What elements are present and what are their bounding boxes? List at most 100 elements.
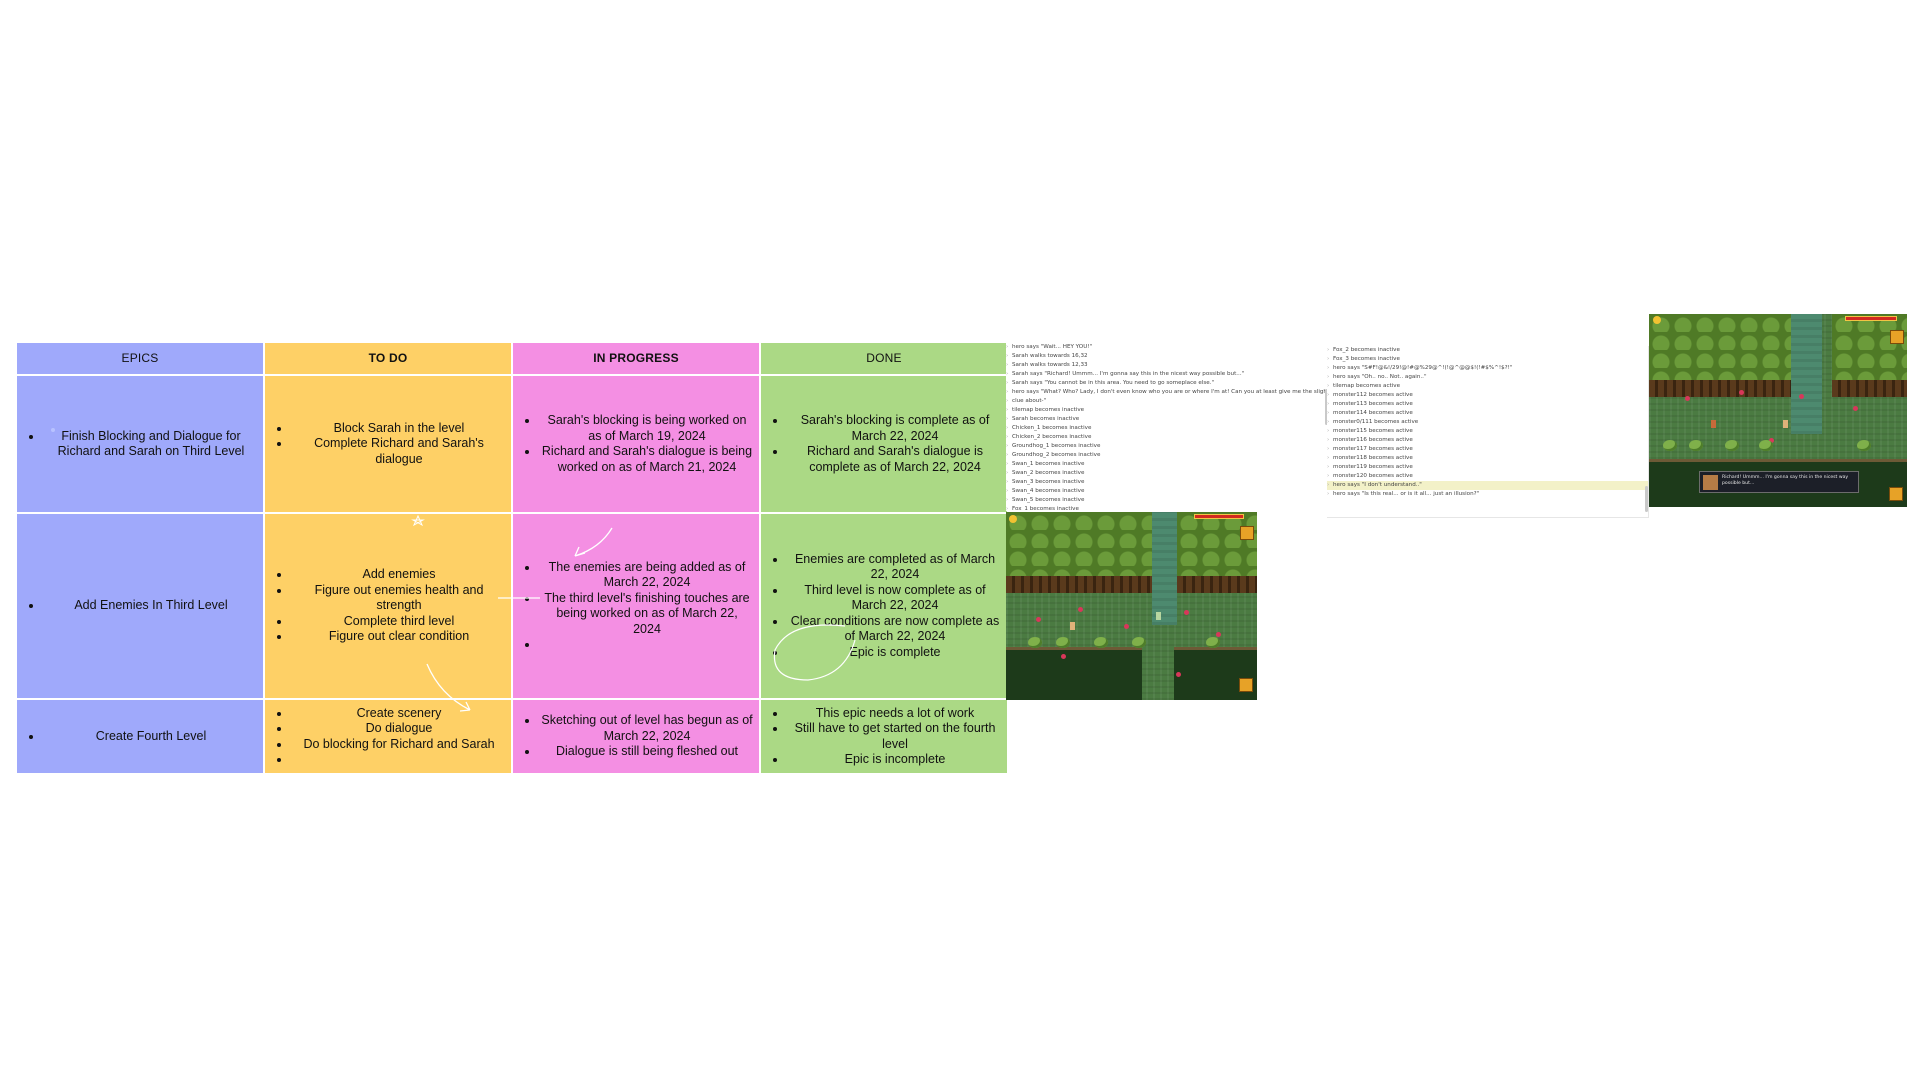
- flower: [1176, 672, 1181, 677]
- path: [1790, 314, 1822, 434]
- done-item: Epic is incomplete: [787, 752, 1003, 768]
- in-progress-cell: Sketching out of level has begun as of M…: [513, 700, 759, 773]
- log-line: hero says "S#F!@&!/29!@!#@%29@^!(!@^@@$!…: [1327, 364, 1648, 373]
- column-header-todo: TO DO: [265, 343, 511, 374]
- log-line: Swan_3 becomes inactive: [1006, 478, 1328, 487]
- flower: [1078, 607, 1083, 612]
- dialog-text: Richard! Ummm... I'm gonna say this in t…: [1722, 475, 1849, 486]
- log-line: monster0/111 becomes active: [1327, 418, 1648, 427]
- coin-icon: [1653, 316, 1661, 324]
- log-line: Swan_5 becomes inactive: [1006, 496, 1328, 505]
- bush: [1056, 637, 1070, 648]
- flower: [1739, 390, 1744, 395]
- log-line: monster115 becomes active: [1327, 427, 1648, 436]
- log-line: Swan_1 becomes inactive: [1006, 460, 1328, 469]
- in-progress-item-empty: [539, 637, 755, 652]
- tree-trunks: [1649, 379, 1791, 397]
- done-item: Still have to get started on the fourth …: [787, 721, 1003, 752]
- bush: [1759, 440, 1773, 451]
- todo-cell: Add enemies Figure out enemies health an…: [265, 514, 511, 698]
- epic-cell: Create Fourth Level: [17, 700, 263, 773]
- flower: [1769, 438, 1774, 443]
- flower: [1685, 396, 1690, 401]
- epic-item: Finish Blocking and Dialogue for Richard…: [43, 429, 259, 460]
- log-line: Groundhog_1 becomes inactive: [1006, 442, 1328, 451]
- todo-item: Complete third level: [291, 614, 507, 630]
- column-header-done: DONE: [761, 343, 1007, 374]
- sword-icon: [1239, 678, 1253, 692]
- todo-cell: Block Sarah in the level Complete Richar…: [265, 376, 511, 512]
- done-item: This epic needs a lot of work: [787, 706, 1003, 722]
- log-line: Sarah walks towards 12,33: [1006, 361, 1328, 370]
- console-log-panel[interactable]: Fox_2 becomes inactiveFox_3 becomes inac…: [1327, 346, 1649, 518]
- log-line: monster113 becomes active: [1327, 400, 1648, 409]
- todo-item: Create scenery: [291, 706, 507, 722]
- flower: [1124, 624, 1129, 629]
- portrait: [1703, 475, 1718, 490]
- in-progress-item: The third level's finishing touches are …: [539, 591, 755, 638]
- health-bar: [1845, 316, 1897, 321]
- log-line: monster120 becomes active: [1327, 472, 1648, 481]
- log-line: Sarah becomes inactive: [1006, 415, 1328, 424]
- console-log-panel[interactable]: hero says "Wait... HEY YOU!" Sarah walks …: [1006, 343, 1328, 511]
- todo-item: Add enemies: [291, 567, 507, 583]
- todo-item: Figure out enemies health and strength: [291, 583, 507, 614]
- flower: [1061, 654, 1066, 659]
- log-line: hero says "Is this real... or is it all.…: [1327, 490, 1648, 499]
- log-line: monster112 becomes active: [1327, 391, 1648, 400]
- bush: [1094, 637, 1108, 648]
- bush: [1028, 637, 1042, 648]
- todo-item: Do dialogue: [291, 721, 507, 737]
- todo-item: Do blocking for Richard and Sarah: [291, 737, 507, 753]
- log-line: tilemap becomes inactive: [1006, 406, 1328, 415]
- in-progress-cell: Sarah's blocking is being worked on as o…: [513, 376, 759, 512]
- in-progress-item: Sketching out of level has begun as of M…: [539, 713, 755, 744]
- log-line: Fox_2 becomes inactive: [1327, 346, 1648, 355]
- flower: [1799, 394, 1804, 399]
- todo-item: Figure out clear condition: [291, 629, 507, 645]
- todo-cell: Create scenery Do dialogue Do blocking f…: [265, 700, 511, 773]
- flower: [1036, 617, 1041, 622]
- log-line: Chicken_1 becomes inactive: [1006, 424, 1328, 433]
- log-line: tilemap becomes active: [1327, 382, 1648, 391]
- done-cell: Enemies are completed as of March 22, 20…: [761, 514, 1007, 698]
- dark-pit: [1006, 647, 1142, 700]
- log-line: Sarah says "Richard! Ummm... I'm gonna s…: [1006, 370, 1328, 379]
- log-line: monster114 becomes active: [1327, 409, 1648, 418]
- log-line: hero says "What? Who? Lady, I don't even…: [1006, 388, 1328, 397]
- hero-sprite: [1783, 420, 1788, 428]
- in-progress-item: The enemies are being added as of March …: [539, 560, 755, 591]
- scrollbar[interactable]: [1645, 486, 1648, 512]
- log-line: monster118 becomes active: [1327, 454, 1648, 463]
- log-line: clue about-": [1006, 397, 1328, 406]
- bush: [1663, 440, 1677, 451]
- badge-icon: [1890, 330, 1904, 344]
- bush: [1857, 440, 1871, 451]
- dialog-box: Richard! Ummm... I'm gonna say this in t…: [1699, 471, 1859, 493]
- done-item: Enemies are completed as of March 22, 20…: [787, 552, 1003, 583]
- in-progress-item: Dialogue is still being fleshed out: [539, 744, 755, 760]
- done-item: Clear conditions are now complete as of …: [787, 614, 1003, 645]
- epic-item: Create Fourth Level: [43, 729, 259, 745]
- hero-sprite: [1070, 622, 1075, 630]
- done-cell: This epic needs a lot of work Still have…: [761, 700, 1007, 773]
- health-bar: [1194, 514, 1245, 519]
- enemy-sprite: [1156, 612, 1161, 620]
- log-line: Fox_3 becomes inactive: [1327, 355, 1648, 364]
- todo-item-empty: [291, 752, 507, 767]
- log-line: hero says "I don't understand..": [1327, 481, 1648, 490]
- sword-icon: [1889, 487, 1903, 501]
- epic-cell: Add Enemies In Third Level: [17, 514, 263, 698]
- flower: [1853, 406, 1858, 411]
- in-progress-item: Richard and Sarah's dialogue is being wo…: [539, 444, 755, 475]
- done-cell: Sarah's blocking is complete as of March…: [761, 376, 1007, 512]
- done-item: Epic is complete: [787, 645, 1003, 661]
- in-progress-cell: The enemies are being added as of March …: [513, 514, 759, 698]
- badge-icon: [1240, 526, 1254, 540]
- coin-icon: [1009, 515, 1017, 523]
- tree-trunks: [1006, 575, 1152, 593]
- bush: [1725, 440, 1739, 451]
- log-line: Swan_4 becomes inactive: [1006, 487, 1328, 496]
- log-line: hero says "Wait... HEY YOU!": [1006, 343, 1328, 352]
- log-line: monster116 becomes active: [1327, 436, 1648, 445]
